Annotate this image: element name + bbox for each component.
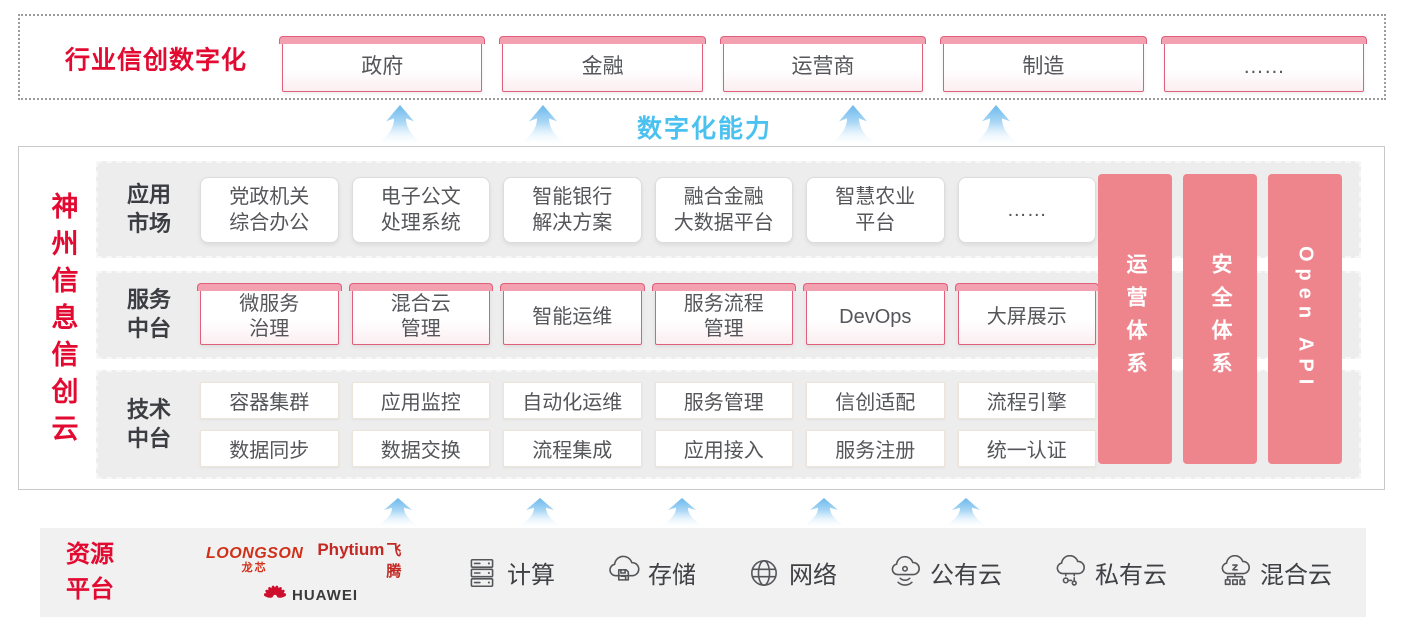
app-box-e-document: 电子公文 处理系统 — [351, 176, 490, 243]
app-box-smart-agriculture: 智慧农业 平台 — [806, 176, 945, 243]
up-arrow-icon — [513, 498, 567, 528]
row-label-technology-platform: 技术 中台 — [126, 396, 171, 451]
pillar-operation-system: 运营体系 — [1098, 174, 1172, 464]
resource-item-private-cloud: 私有云 — [1052, 554, 1167, 591]
app-box-smart-banking: 智能银行 解决方案 — [503, 176, 642, 243]
server-icon — [470, 558, 494, 587]
resource-label: 计算 — [507, 562, 555, 589]
industry-box-finance: 金融 — [499, 36, 707, 92]
public-cloud-icon — [891, 555, 920, 586]
svc-box-big-screen: 大屏展示 — [954, 283, 1099, 345]
up-arrow-icon — [797, 498, 851, 528]
app-box-party-gov-office: 党政机关 综合办公 — [200, 176, 339, 243]
tech-box-data-sync: 数据同步 — [200, 430, 339, 467]
svc-box-devops: DevOps — [803, 283, 947, 345]
phytium-wordmark: Phytium — [317, 539, 385, 559]
vendor-row-1: LOONGSON 龙芯 Phytium 飞腾 — [206, 539, 416, 581]
up-arrow-icon — [969, 105, 1023, 146]
resource-label: 公有云 — [930, 562, 1002, 589]
up-arrow-icon — [371, 498, 425, 528]
svc-box-service-process: 服务流程 管理 — [651, 283, 796, 345]
industry-banner: 行业信创数字化 政府 金融 运营商 制造 …… — [18, 14, 1386, 100]
digital-capability-label: 数字化能力 — [637, 115, 773, 143]
huawei-logo: HUAWEI — [264, 584, 358, 607]
pillar-security-system: 安全体系 — [1183, 174, 1257, 464]
industry-box-manufacturing: 制造 — [940, 36, 1148, 92]
network-globe-icon — [751, 559, 777, 586]
tech-box-app-access: 应用接入 — [654, 430, 793, 467]
tech-box-process-engine: 流程引擎 — [957, 382, 1096, 419]
row-label-application-market: 应用 市场 — [126, 181, 171, 236]
loongson-cn-label: 龙芯 — [241, 561, 268, 574]
row-technology-platform: 技术 中台 容器集群 应用监控 自动化运维 服务管理 信创适配 流程引擎 数据同… — [96, 370, 1361, 479]
phytium-logo: Phytium 飞腾 — [317, 539, 416, 581]
service-items: 微服务 治理 混合云 管理 智能运维 服务流程 管理 DevOps 大屏展示 — [197, 283, 1099, 345]
industry-box-operator: 运营商 — [719, 36, 927, 92]
svc-box-microservice: 微服务 治理 — [197, 283, 341, 345]
row-label-service-platform: 服务 中台 — [126, 287, 171, 341]
technology-items: 容器集群 应用监控 自动化运维 服务管理 信创适配 流程引擎 数据同步 数据交换… — [200, 382, 1096, 467]
resource-item-public-cloud: 公有云 — [887, 555, 1002, 591]
huawei-flower-icon — [264, 584, 286, 599]
resource-platform-title: 资源 平台 — [66, 540, 114, 603]
resource-item-compute: 计算 — [464, 555, 555, 591]
industry-banner-title: 行业信创数字化 — [65, 46, 248, 75]
resource-label: 混合云 — [1260, 562, 1332, 589]
tech-box-container-cluster: 容器集群 — [200, 382, 339, 419]
hybrid-cloud-icon — [1221, 554, 1250, 585]
vendor-logos: LOONGSON 龙芯 Phytium 飞腾 HUAWEI — [206, 539, 416, 607]
tech-box-unified-auth: 统一认证 — [957, 430, 1096, 467]
cloud-title-wrap: 神州信息信创云 — [39, 147, 91, 489]
industry-box-government: 政府 — [278, 36, 486, 92]
industry-box-row: 政府 金融 运营商 制造 …… — [278, 36, 1368, 92]
loongson-logo: LOONGSON 龙芯 — [206, 544, 304, 574]
up-arrow-icon — [516, 105, 570, 146]
up-arrow-icon — [655, 498, 709, 528]
resource-label: 网络 — [789, 562, 837, 589]
tech-box-xinchuang-adaptation: 信创适配 — [806, 382, 945, 419]
app-box-finance-bigdata: 融合金融 大数据平台 — [654, 176, 793, 243]
tech-box-service-mgmt: 服务管理 — [654, 382, 793, 419]
up-arrow-icon — [373, 105, 427, 146]
application-items: 党政机关 综合办公 电子公文 处理系统 智能银行 解决方案 融合金融 大数据平台… — [200, 176, 1096, 243]
resource-label: 私有云 — [1095, 562, 1167, 589]
resource-platform-panel: 资源 平台 LOONGSON 龙芯 Phytium 飞腾 — [40, 528, 1366, 617]
up-arrow-icon — [939, 498, 993, 528]
loongson-wordmark: LOONGSON — [206, 544, 304, 562]
industry-box-more: …… — [1160, 36, 1368, 92]
tech-box-data-exchange: 数据交换 — [351, 430, 490, 467]
svc-box-hybrid-cloud-mgmt: 混合云 管理 — [348, 283, 493, 345]
resource-item-hybrid-cloud: 混合云 — [1217, 554, 1332, 591]
app-box-more: …… — [957, 176, 1096, 243]
resource-item-network: 网络 — [746, 555, 837, 591]
technology-items-row1: 容器集群 应用监控 自动化运维 服务管理 信创适配 流程引擎 — [200, 382, 1096, 419]
resource-label: 存储 — [648, 562, 696, 589]
resource-items: 计算 存储 网络 — [464, 554, 1332, 591]
svc-box-intelligent-ops: 智能运维 — [500, 283, 644, 345]
private-cloud-icon — [1056, 554, 1085, 586]
tech-box-app-monitoring: 应用监控 — [351, 382, 490, 419]
cloud-platform-box: 神州信息信创云 应用 市场 党政机关 综合办公 电子公文 处理系统 智能银行 解… — [18, 146, 1385, 490]
tech-box-service-registry: 服务注册 — [806, 430, 945, 467]
cloud-title: 神州信息信创云 — [51, 191, 79, 444]
huawei-wordmark: HUAWEI — [292, 587, 358, 604]
up-arrow-icon — [826, 105, 880, 146]
phytium-cn-label: 飞腾 — [386, 541, 402, 580]
technology-items-row2: 数据同步 数据交换 流程集成 应用接入 服务注册 统一认证 — [200, 430, 1096, 467]
tech-box-automated-ops: 自动化运维 — [503, 382, 642, 419]
tech-box-process-integration: 流程集成 — [503, 430, 642, 467]
storage-cloud-icon — [609, 555, 640, 581]
pillar-open-api: Open API — [1268, 174, 1342, 464]
resource-item-storage: 存储 — [605, 555, 696, 591]
